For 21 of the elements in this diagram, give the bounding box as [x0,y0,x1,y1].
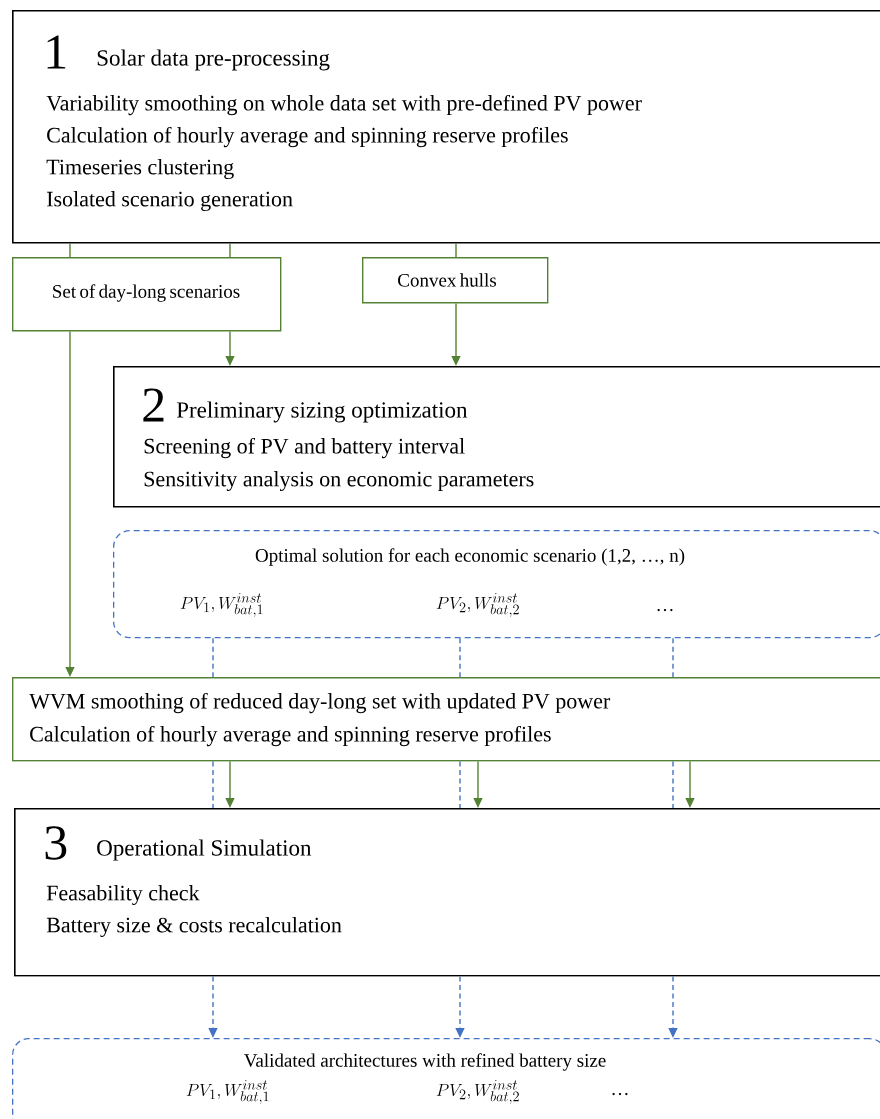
data-box: Convex hulls [362,257,549,304]
connector-line [459,760,461,809]
connector-line [212,760,214,809]
connector-line [672,760,674,809]
formula: $PV_1, W_{bat,1}^{inst}$ [186,1080,269,1104]
connector-line [672,637,674,678]
process-box: WVM smoothing of reduced day-long set with updated PV power Calculation of hourly average and spinning reserve profiles [12,677,880,762]
connector-line [229,242,231,258]
connector-line [455,242,457,258]
ellipsis-text: … [657,608,673,612]
process-box: 2 Preliminary sizing optimization Screening of PV and battery interval Sensitivity analysis on economic parameters [113,366,880,508]
ellipsis-text: … [612,1092,628,1096]
formula: $PV_1, W_{bat,1}^{inst}$ [180,593,263,617]
connector-line [69,242,71,258]
connector-line [212,637,214,678]
process-box: 3 Operational Simulation Feasability check Battery size & costs recalculation [14,808,880,977]
formula: $PV_2, W_{bat,2}^{inst}$ [436,1080,519,1104]
connector-line [459,637,461,678]
formula: $PV_2, W_{bat,2}^{inst}$ [436,593,519,617]
process-box: 1 Solar data pre-processing Variability smoothing on whole data set with pre-defined PV power Calculation of hourly average and spinning reserve profiles Timeseries clustering Isolated scenario generation [12,10,880,244]
data-box: Set of day-long scenarios [12,257,282,332]
